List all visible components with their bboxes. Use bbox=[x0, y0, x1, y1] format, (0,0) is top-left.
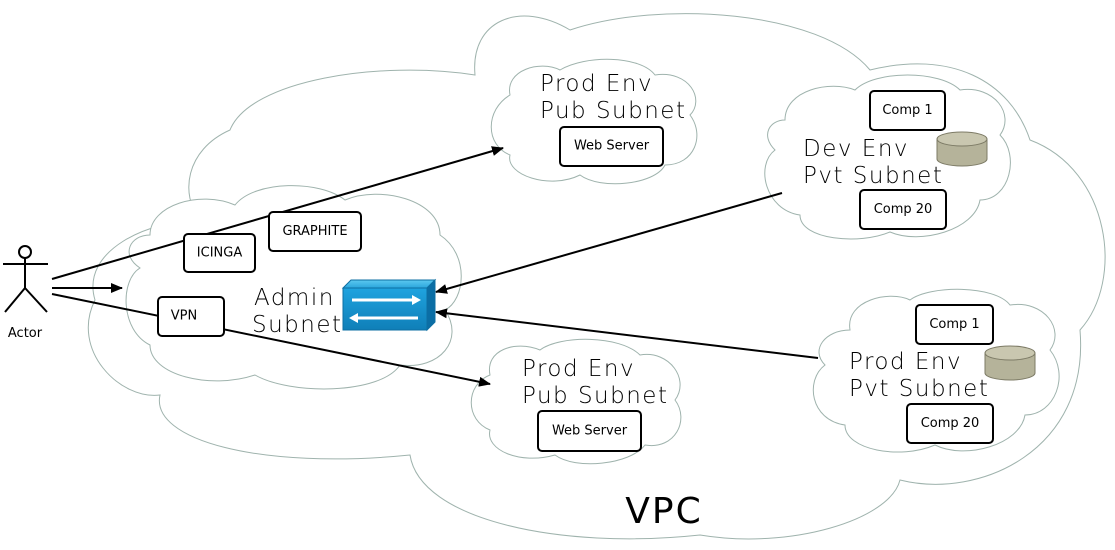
prod-pvt-title-line2: Pvt Subnet bbox=[849, 376, 989, 402]
dev-pvt-subnet-cloud bbox=[764, 74, 1011, 240]
prod-comp-first-label: Comp 1 bbox=[929, 317, 979, 332]
dev-comp-first-box bbox=[869, 90, 946, 131]
dev-pvt-subnet: Comp 1 Dev Env Pvt Subnet Comp 20 bbox=[803, 90, 988, 230]
web-server-top-box bbox=[559, 126, 664, 167]
database-icon bbox=[984, 345, 1036, 381]
prod-comp-first-box bbox=[915, 304, 994, 345]
prod-pub-bottom-title-line2: Pub Subnet bbox=[522, 383, 668, 409]
icinga-box bbox=[183, 233, 256, 273]
edge-actor-to-prod-pub-bottom bbox=[51, 293, 491, 387]
prod-comp-last-box bbox=[906, 403, 994, 444]
dev-comp-first-label: Comp 1 bbox=[882, 103, 932, 118]
web-server-top-label: Web Server bbox=[574, 139, 650, 154]
graphite-box bbox=[268, 211, 362, 252]
edge-dev-pvt-to-switch bbox=[435, 192, 783, 294]
connections bbox=[51, 146, 819, 387]
dev-pvt-title-line2: Pvt Subnet bbox=[803, 163, 943, 189]
prod-pub-bottom-subnet: Prod Env Pub Subnet Web Server bbox=[522, 356, 668, 452]
dev-comp-last-label: Comp 20 bbox=[874, 202, 933, 217]
edge-prod-pvt-to-switch bbox=[435, 308, 819, 359]
network-switch-icon bbox=[341, 278, 437, 332]
prod-comp-last-label: Comp 20 bbox=[921, 416, 980, 431]
web-server-bottom-box bbox=[537, 410, 642, 452]
prod-pvt-title-line1: Prod Env bbox=[849, 349, 962, 375]
actor-figure: Actor bbox=[3, 245, 48, 341]
prod-pub-top-subnet: Prod Env Pub Subnet Web Server bbox=[540, 71, 686, 167]
dev-pvt-title-line1: Dev Env bbox=[803, 136, 909, 162]
prod-pub-bottom-title-line1: Prod Env bbox=[522, 356, 635, 382]
database-icon bbox=[936, 131, 988, 167]
prod-pub-top-title-line1: Prod Env bbox=[540, 71, 653, 97]
admin-subnet-title-line1: Admin bbox=[254, 285, 335, 311]
vpn-box bbox=[157, 296, 225, 337]
admin-subnet: ICINGA GRAPHITE VPN Admin Subnet bbox=[157, 211, 437, 338]
actor-label: Actor bbox=[8, 326, 43, 341]
graphite-label: GRAPHITE bbox=[282, 224, 347, 239]
prod-pvt-subnet-cloud bbox=[812, 288, 1060, 453]
web-server-bottom-label: Web Server bbox=[552, 424, 628, 439]
vpn-label: VPN bbox=[171, 309, 197, 324]
dev-comp-last-box bbox=[859, 189, 947, 230]
admin-subnet-title-line2: Subnet bbox=[252, 312, 343, 338]
prod-pvt-subnet: Comp 1 Prod Env Pvt Subnet Comp 20 bbox=[849, 304, 1036, 444]
vpc-label: VPC bbox=[625, 491, 702, 532]
prod-pub-top-title-line2: Pub Subnet bbox=[540, 98, 686, 124]
icinga-label: ICINGA bbox=[197, 246, 243, 261]
